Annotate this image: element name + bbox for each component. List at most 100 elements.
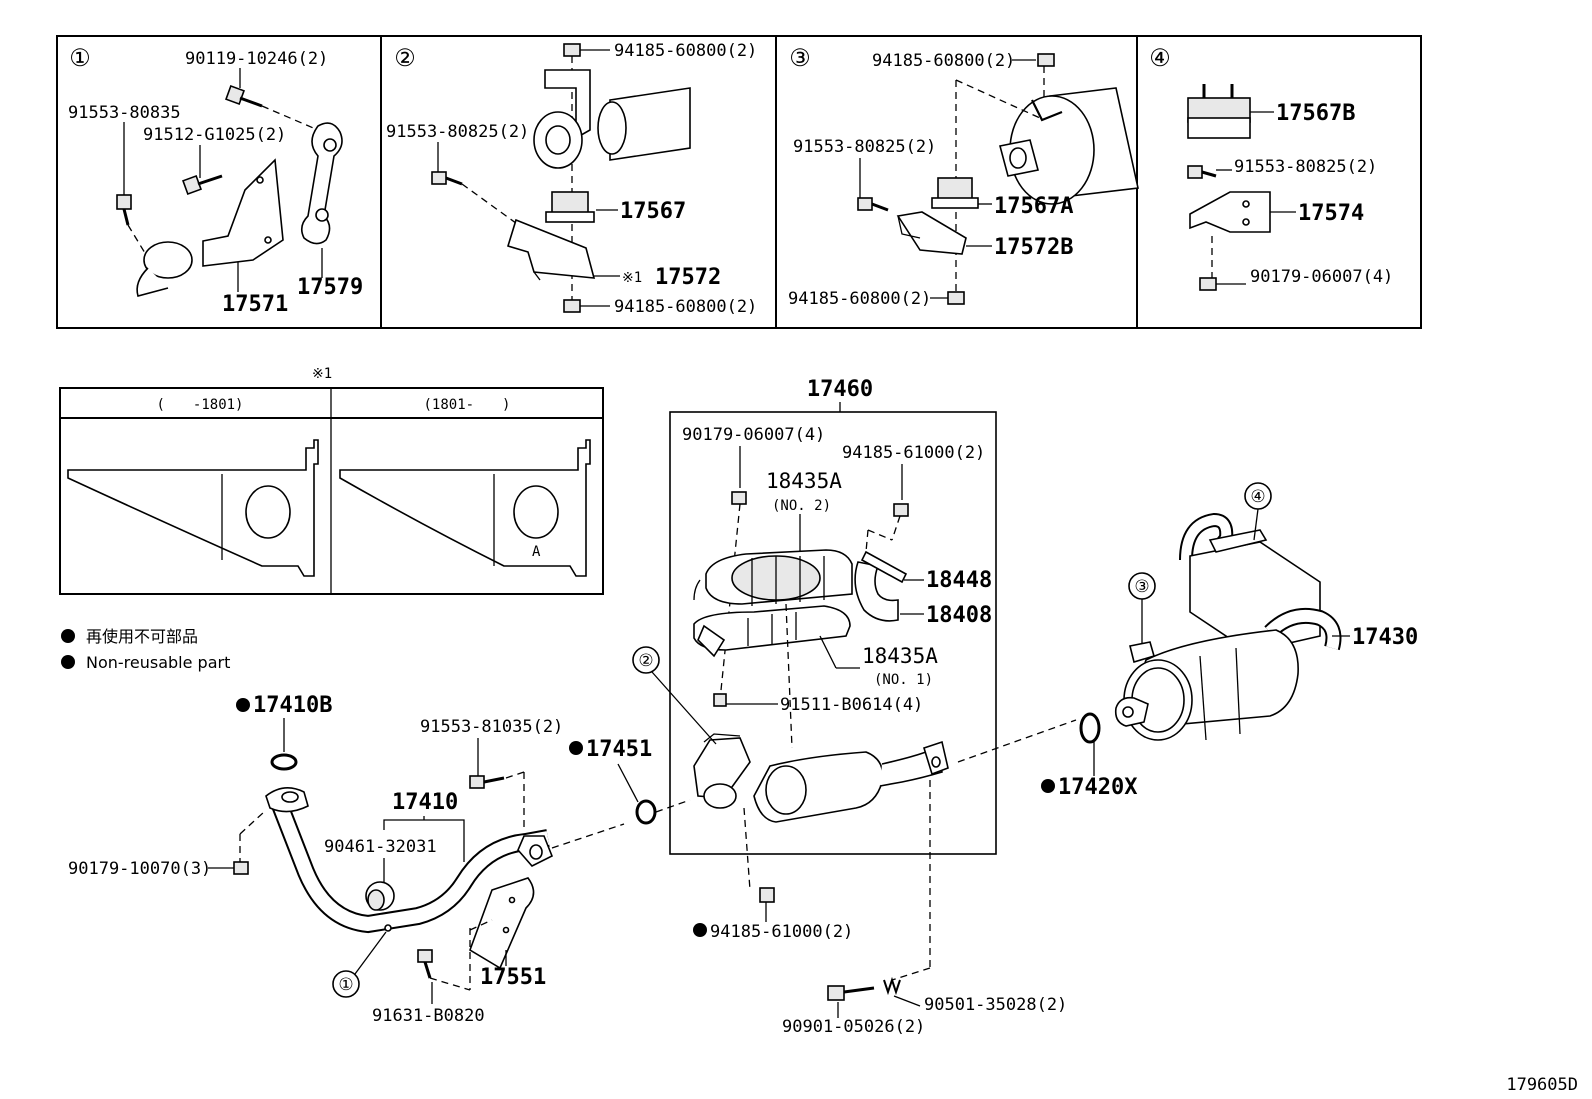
bolt-icon bbox=[116, 194, 132, 226]
bracket-icon bbox=[896, 211, 967, 255]
callout-2: ② bbox=[638, 651, 653, 671]
panel-1-bolt-top-label: 90119-10246(2) bbox=[185, 49, 328, 69]
insulator-icon bbox=[545, 191, 595, 223]
spring-label: 90501-35028(2) bbox=[924, 995, 1067, 1015]
note-box-col-right: (1801- ) bbox=[423, 397, 510, 413]
bolt-icon bbox=[469, 775, 505, 789]
gasket-top-label: 17410B bbox=[253, 693, 332, 718]
assembly-nut-label: 90179-06007(4) bbox=[682, 425, 825, 445]
bolt-icon bbox=[225, 85, 263, 108]
clamp2-label: 18408 bbox=[926, 603, 992, 628]
note-box: ※1 ( -1801) (1801- ) A bbox=[59, 366, 604, 595]
bolt-icon bbox=[713, 693, 727, 707]
converter-assembly: 17460 90179-06007(4) 94185-61000(2) 1843… bbox=[632, 377, 997, 891]
panel-4: ④ 17567B 91553-80825(2) 17574 90179-0600… bbox=[1149, 44, 1393, 291]
bracket-icon bbox=[202, 158, 284, 267]
panel-1-bolt-mid-label: 91512-G1025(2) bbox=[143, 125, 286, 145]
shield-no1-label: 18435A bbox=[862, 644, 938, 668]
bolt-pipe-label: 91553-81035(2) bbox=[420, 717, 563, 737]
panel-2-insulator-label: 17567 bbox=[620, 199, 686, 224]
non-reusable-dot-icon bbox=[61, 655, 75, 669]
heat-insulator-label: 17551 bbox=[480, 965, 546, 990]
nut-icon bbox=[563, 299, 581, 313]
panel-4-number: ④ bbox=[1149, 44, 1171, 72]
panel-2: ② 94185-60800(2) 91553-80825(2) 17567 bbox=[386, 41, 757, 317]
gasket-icon bbox=[635, 799, 657, 825]
panel-3-number: ③ bbox=[789, 44, 811, 72]
pipe-bracket-icon bbox=[533, 69, 691, 169]
bolt-icon bbox=[827, 985, 875, 1001]
panel-3: ③ 94185-60800(2) 91553-80825(2) 17567A bbox=[788, 44, 1139, 309]
callout-1-circle bbox=[332, 970, 360, 998]
shield-no2-sub: (NO. 2) bbox=[772, 498, 831, 514]
bolt-icon bbox=[857, 197, 889, 212]
assembly-nut-bottom-label: 94185-61000(2) bbox=[710, 922, 853, 942]
spring-bolt-label: 90901-05026(2) bbox=[782, 1017, 925, 1037]
clamp-icon bbox=[854, 550, 908, 622]
nut-icon bbox=[1199, 277, 1217, 291]
non-reusable-dot-icon bbox=[236, 698, 250, 712]
nut-icon bbox=[947, 291, 965, 305]
panel-3-insulator-label: 17567A bbox=[994, 194, 1073, 219]
bolt-icon bbox=[1187, 165, 1217, 179]
gasket-mid-label: 17451 bbox=[586, 737, 652, 762]
panel-1-number: ① bbox=[69, 44, 91, 72]
bracket-icon bbox=[1189, 191, 1271, 233]
heat-shield-lower-icon bbox=[693, 605, 851, 658]
panel-4-bolt-label: 91553-80825(2) bbox=[1234, 157, 1377, 177]
nut-front-label: 90179-10070(3) bbox=[68, 859, 211, 879]
assembly-bolt-label: 91511-B0614(4) bbox=[780, 695, 923, 715]
non-reusable-dot-icon bbox=[1041, 779, 1055, 793]
assembly-nut-bottom: 94185-61000(2) bbox=[693, 887, 853, 942]
panel-4-nut-label: 90179-06007(4) bbox=[1250, 267, 1393, 287]
non-reusable-dot-icon bbox=[569, 741, 583, 755]
panel-2-bracket-label: 17572 bbox=[655, 265, 721, 290]
gasket-icon bbox=[270, 753, 298, 771]
nut-icon bbox=[893, 503, 909, 517]
panel-4-bracket-label: 17574 bbox=[1298, 201, 1364, 226]
legend: 再使用不可部品 Non-reusable part bbox=[61, 627, 230, 672]
assembly-label: 17460 bbox=[807, 377, 873, 402]
muffler-icon bbox=[1114, 512, 1342, 741]
callout-1: ① bbox=[338, 975, 353, 995]
spring-bolt-group: 90501-35028(2) 90901-05026(2) bbox=[782, 780, 1067, 1037]
damper-icon bbox=[365, 881, 395, 911]
note-box-col-left: ( -1801) bbox=[156, 397, 243, 413]
bolt-icon bbox=[417, 949, 433, 979]
bolt-bottom-label: 91631-B0820 bbox=[372, 1006, 485, 1026]
non-reusable-dot-icon bbox=[61, 629, 75, 643]
front-pipe-icon bbox=[265, 787, 554, 934]
nut-icon bbox=[731, 491, 747, 505]
nut-icon bbox=[563, 43, 581, 57]
assembly-nut2-label: 94185-61000(2) bbox=[842, 443, 985, 463]
callout-2-circle bbox=[632, 646, 660, 674]
muffler-group: ③ ④ 17430 bbox=[1114, 482, 1418, 741]
front-pipe-label: 17410 bbox=[392, 790, 458, 815]
panel-1: ① 90119-10246(2) 91553-80835 91512-G1025… bbox=[68, 44, 363, 317]
callout-4: ④ bbox=[1250, 487, 1265, 507]
nut-icon bbox=[233, 861, 249, 875]
nut-icon bbox=[1037, 53, 1055, 67]
panel-3-bolt-label: 91553-80825(2) bbox=[793, 137, 936, 157]
bolt-icon bbox=[182, 174, 223, 195]
catalytic-converter-icon bbox=[693, 733, 949, 823]
front-pipe-group: 17410B 91553-81035(2) 90179-10070(3) 174… bbox=[68, 693, 625, 1026]
legend-en: Non-reusable part bbox=[86, 653, 230, 672]
panel-4-insulator-label: 17567B bbox=[1276, 101, 1355, 126]
heat-insulator-icon bbox=[469, 877, 535, 970]
panel-1-hanger-label: 17579 bbox=[297, 275, 363, 300]
panel-3-bracket-label: 17572B bbox=[994, 235, 1073, 260]
panel-2-nut-top-label: 94185-60800(2) bbox=[614, 41, 757, 61]
panel-1-bracket-label: 17571 bbox=[222, 292, 288, 317]
shield-no1-sub: (NO. 1) bbox=[874, 672, 933, 688]
panel-2-bolt-label: 91553-80825(2) bbox=[386, 122, 529, 142]
nut-icon bbox=[759, 887, 775, 903]
panel-2-bracket-mark: ※1 bbox=[622, 270, 642, 286]
insulator-icon bbox=[931, 177, 979, 209]
note-box-mark-a: A bbox=[532, 544, 541, 560]
shield-no2-label: 18435A bbox=[766, 469, 842, 493]
callout-3: ③ bbox=[1134, 577, 1149, 597]
panel-2-nut-bottom-label: 94185-60800(2) bbox=[614, 297, 757, 317]
insulator-icon bbox=[1187, 84, 1251, 139]
